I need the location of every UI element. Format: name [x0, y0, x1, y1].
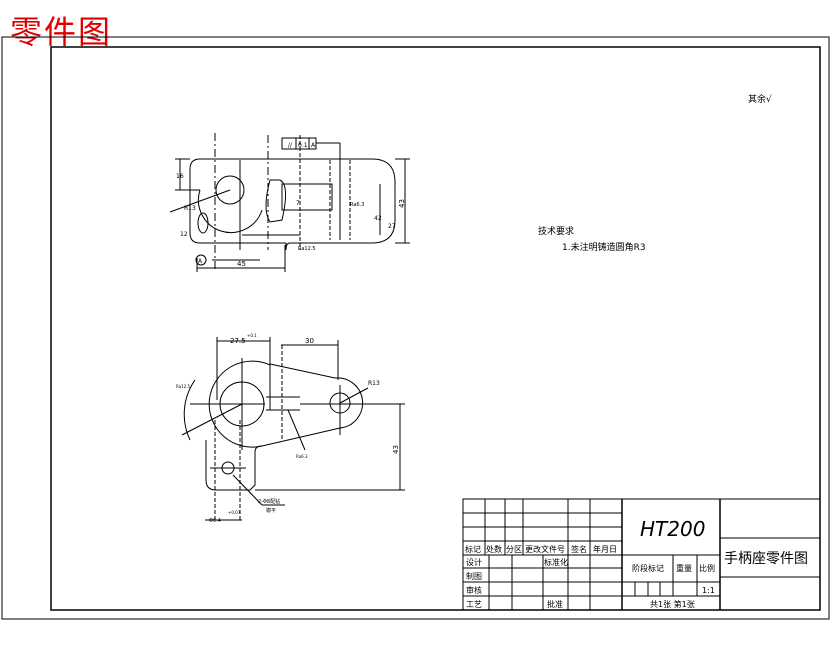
dim-27: 27	[388, 223, 396, 230]
tol-symbol: //	[288, 142, 293, 149]
dim-27-5-tol: +0.1	[247, 333, 257, 338]
tech-req-heading: 技术要求	[538, 225, 574, 237]
front-view	[181, 337, 405, 521]
datum-a: A	[198, 258, 203, 265]
tb-header-doc: 更改文件号	[525, 544, 565, 554]
dim-27-5: 27.5	[230, 337, 246, 345]
tb-process: 工艺	[466, 600, 482, 609]
roughness-note: 其余√	[748, 93, 772, 105]
top-view	[169, 133, 410, 272]
tb-standardization: 标准化	[544, 557, 568, 567]
outer-frame	[1, 36, 830, 620]
hole-note-2: 锪平	[266, 507, 276, 514]
roughness-mark-2: Ra12.5	[298, 246, 316, 252]
tb-scale-label: 比例	[699, 563, 715, 573]
tb-part-name: 手柄座零件图	[724, 551, 808, 567]
dim-45: 45	[237, 260, 246, 268]
tb-header-count: 处数	[486, 544, 502, 554]
dim-r13: R13	[184, 205, 196, 212]
dim-phi6-4-tol: +0.07	[228, 510, 241, 515]
dim-30: 30	[305, 337, 314, 345]
dim-43-front: 43	[392, 445, 400, 454]
dim-7: 7	[296, 200, 300, 207]
dim-phi6-4: Φ6.4	[209, 518, 221, 524]
tb-material: HT200	[640, 517, 705, 541]
inner-frame	[50, 46, 821, 611]
tb-header-date: 年月日	[593, 544, 617, 554]
roughness-mark: Ra6.3	[350, 202, 364, 208]
tb-header-zone: 分区	[506, 545, 522, 554]
tb-draw: 制图	[466, 571, 482, 581]
dim-12: 12	[180, 231, 188, 238]
dim-16: 16	[176, 173, 184, 180]
dim-r13-front: R13	[368, 380, 380, 387]
tb-check: 审核	[466, 585, 482, 595]
tech-req-item: 1.未注明铸造圆角R3	[562, 241, 646, 253]
roughness-front: Ra12.5	[176, 384, 191, 389]
tb-design: 设计	[466, 557, 482, 567]
sheet-title: 零件图	[10, 13, 113, 51]
title-block	[462, 498, 821, 611]
dim-42: 42	[374, 215, 382, 222]
tb-header-sign: 签名	[571, 544, 587, 554]
tb-stage-mark: 阶段标记	[632, 563, 664, 573]
tol-datum: A	[311, 142, 316, 149]
dim-43: 43	[398, 199, 406, 208]
tb-header-mark: 标记	[465, 544, 481, 554]
tb-sheets: 共1张 第1张	[650, 599, 695, 609]
tb-approval: 批准	[547, 599, 563, 609]
tb-weight: 重量	[676, 563, 692, 573]
roughness-front-2: Ra6.3	[296, 454, 308, 459]
hole-note: 2-Φ8配钻	[258, 498, 280, 505]
tol-value: 0.1	[298, 142, 308, 149]
tb-scale-value: 1:1	[702, 586, 715, 595]
